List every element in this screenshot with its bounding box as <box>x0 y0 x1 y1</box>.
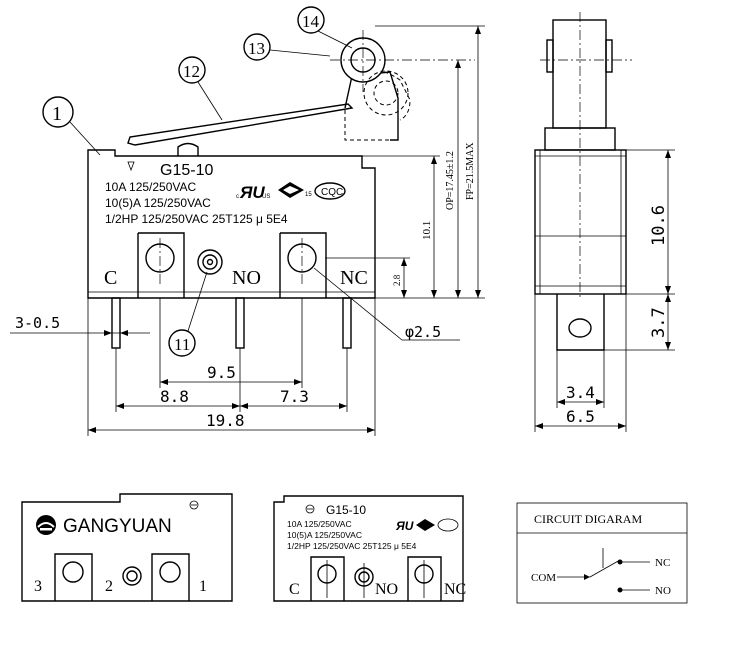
dim-pin-thickness: 3-0.5 <box>15 314 60 332</box>
side-view: 10.6 3.7 3.4 6.5 <box>534 12 675 432</box>
dim-3-7: 3.7 <box>649 307 669 338</box>
terminal-no-label: NO <box>232 267 261 289</box>
rating-line-2: 10(5)A 125/250VAC <box>105 196 211 210</box>
pin-3-label: 3 <box>34 578 42 595</box>
brand-name: GANGYUAN <box>63 516 172 537</box>
svg-text:ЯU: ЯU <box>239 183 265 202</box>
gangyuan-logo-icon <box>36 515 56 535</box>
callout-12: 12 <box>183 62 200 81</box>
circuit-no-label: NO <box>655 585 671 597</box>
small-terminal-c: C <box>289 581 300 598</box>
callout-13: 13 <box>248 39 265 58</box>
callout-14: 14 <box>302 12 320 31</box>
rating-line-3: 1/2HP 125/250VAC 25T125 μ 5E4 <box>105 212 288 226</box>
callout-11: 11 <box>174 335 190 354</box>
small-cqc-mark-icon <box>437 518 459 532</box>
rating-line-1: 10A 125/250VAC <box>105 180 197 194</box>
small-rating-2: 10(5)A 125/250VAC <box>287 530 362 540</box>
small-ccc-mark-icon <box>416 519 435 531</box>
terminal-c-label: C <box>104 267 117 289</box>
front-small-view: G15-10 10A 125/250VAC 10(5)A 125/250VAC … <box>273 495 466 602</box>
small-rating-1: 10A 125/250VAC <box>287 519 352 529</box>
dim-9-5: 9.5 <box>207 363 236 382</box>
ul-mark-icon: c ЯU US <box>236 183 270 202</box>
small-ul-mark-icon: ЯU <box>395 519 414 533</box>
dim-3-4: 3.4 <box>566 383 595 402</box>
dim-fp: FP=21.5MAX <box>465 142 476 200</box>
small-rating-3: 1/2HP 125/250VAC 25T125 μ 5E4 <box>287 541 417 551</box>
model-label: G15-10 <box>160 162 213 179</box>
svg-text:ЯU: ЯU <box>395 519 414 533</box>
main-front-view: G15-10 10A 125/250VAC 10(5)A 125/250VAC … <box>10 6 485 436</box>
dim-10-1: 10.1 <box>421 221 433 240</box>
cqc-mark-icon: CQC <box>314 182 346 200</box>
dim-19-8: 19.8 <box>206 411 245 430</box>
back-view: GANGYUAN 3 2 1 <box>21 493 233 602</box>
dim-op: OP=17.45±1.2 <box>445 151 456 210</box>
dim-6-5: 6.5 <box>566 407 595 426</box>
circuit-title: CIRCUIT DIGARAM <box>534 512 642 526</box>
pin-2-label: 2 <box>105 578 113 595</box>
small-terminal-nc: NC <box>444 581 466 598</box>
circuit-com-label: COM <box>531 572 556 584</box>
dim-2-8: 2.8 <box>392 274 402 286</box>
callout-1: 1 <box>52 103 62 125</box>
svg-text:15: 15 <box>305 192 312 198</box>
small-terminal-no: NO <box>375 581 398 598</box>
svg-text:c: c <box>236 194 239 200</box>
small-model-label: G15-10 <box>326 503 366 517</box>
dim-10-6: 10.6 <box>649 205 669 246</box>
svg-text:US: US <box>262 194 270 200</box>
svg-text:CQC: CQC <box>321 187 343 198</box>
circuit-diagram: CIRCUIT DIGARAM COM NC NO <box>516 502 688 604</box>
dim-hole-diameter: φ2.5 <box>405 323 441 341</box>
ccc-mark-icon: 15 <box>278 182 312 198</box>
lever-arm <box>127 103 354 146</box>
pin-1-label: 1 <box>199 578 207 595</box>
terminal-nc-label: NC <box>340 267 368 289</box>
dim-8-8: 8.8 <box>160 387 189 406</box>
dim-7-3: 7.3 <box>280 387 309 406</box>
circuit-nc-label: NC <box>655 557 670 569</box>
